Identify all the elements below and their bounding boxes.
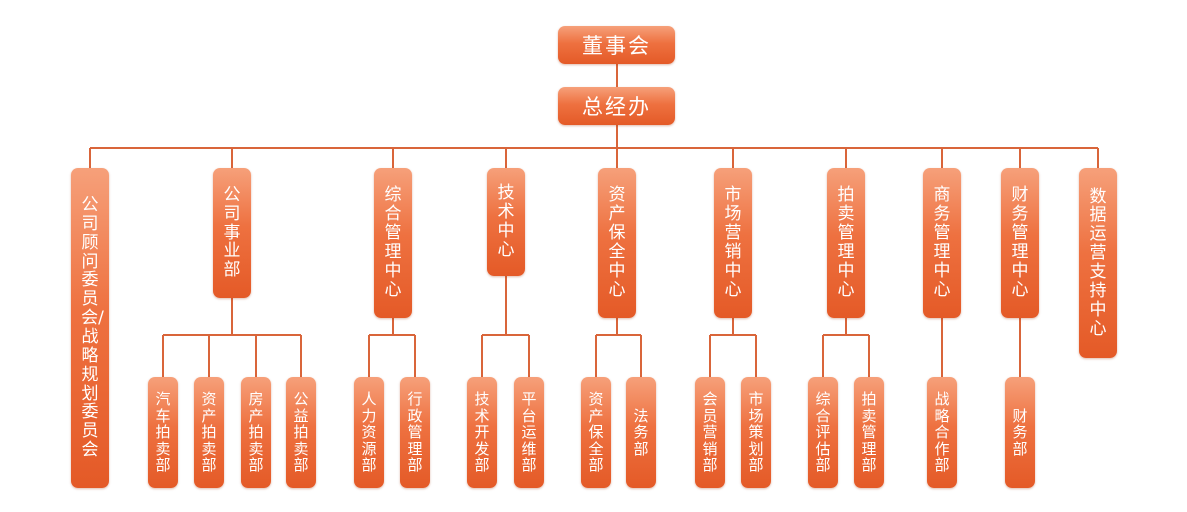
dept-admin-center: 综合管理中心 bbox=[374, 168, 412, 318]
node-general-office: 总经办 bbox=[558, 87, 675, 125]
unit-strategic-coop: 战略合作部 bbox=[927, 377, 957, 488]
dept-asset-center-label: 资产保全中心 bbox=[608, 185, 626, 300]
dept-business: 公司事业部 bbox=[213, 168, 251, 298]
unit-legal-label: 法务部 bbox=[633, 406, 649, 458]
unit-public-auction: 公益拍卖部 bbox=[286, 377, 316, 488]
unit-tech-dev-label: 技术开发部 bbox=[474, 389, 490, 475]
dept-data-center-label: 数据运营支持中心 bbox=[1089, 186, 1107, 339]
dept-marketing-center: 市场营销中心 bbox=[714, 168, 752, 318]
unit-auction-mgmt: 拍卖管理部 bbox=[854, 377, 884, 488]
dept-marketing-center-label: 市场营销中心 bbox=[724, 185, 742, 300]
unit-auto-auction: 汽车拍卖部 bbox=[148, 377, 178, 488]
dept-auction-center: 拍卖管理中心 bbox=[827, 168, 865, 318]
dept-advisory: 公司顾问委员会/战略规划委员会 bbox=[71, 168, 109, 488]
unit-asset-auction-label: 资产拍卖部 bbox=[201, 389, 217, 475]
dept-tech-center-label: 技术中心 bbox=[497, 183, 515, 260]
node-general-office-label: 总经办 bbox=[582, 95, 651, 119]
unit-asset-preservation: 资产保全部 bbox=[581, 377, 611, 488]
dept-tech-center: 技术中心 bbox=[487, 168, 525, 276]
unit-admin-label: 行政管理部 bbox=[407, 389, 423, 475]
unit-finance: 财务部 bbox=[1005, 377, 1035, 488]
dept-finance-center: 财务管理中心 bbox=[1001, 168, 1039, 318]
unit-property-auction: 房产拍卖部 bbox=[241, 377, 271, 488]
unit-auto-auction-label: 汽车拍卖部 bbox=[155, 389, 171, 475]
dept-advisory-label: 公司顾问委员会/战略规划委员会 bbox=[81, 194, 104, 461]
unit-admin: 行政管理部 bbox=[400, 377, 430, 488]
unit-strategic-coop-label: 战略合作部 bbox=[934, 389, 950, 475]
unit-auction-mgmt-label: 拍卖管理部 bbox=[861, 389, 877, 475]
unit-asset-auction: 资产拍卖部 bbox=[194, 377, 224, 488]
node-board: 董事会 bbox=[558, 26, 675, 64]
dept-commerce-center-label: 商务管理中心 bbox=[933, 185, 951, 300]
unit-tech-dev: 技术开发部 bbox=[467, 377, 497, 488]
dept-commerce-center: 商务管理中心 bbox=[923, 168, 961, 318]
unit-member-marketing-label: 会员营销部 bbox=[702, 389, 718, 475]
dept-asset-center: 资产保全中心 bbox=[598, 168, 636, 318]
node-board-label: 董事会 bbox=[582, 34, 651, 58]
unit-market-planning-label: 市场策划部 bbox=[748, 389, 764, 475]
unit-assessment: 综合评估部 bbox=[808, 377, 838, 488]
unit-finance-label: 财务部 bbox=[1012, 406, 1028, 458]
unit-platform-ops: 平台运维部 bbox=[514, 377, 544, 488]
dept-finance-center-label: 财务管理中心 bbox=[1011, 185, 1029, 300]
unit-property-auction-label: 房产拍卖部 bbox=[248, 389, 264, 475]
unit-member-marketing: 会员营销部 bbox=[695, 377, 725, 488]
unit-assessment-label: 综合评估部 bbox=[815, 389, 831, 475]
unit-platform-ops-label: 平台运维部 bbox=[521, 389, 537, 475]
unit-hr-label: 人力资源部 bbox=[361, 389, 377, 475]
dept-business-label: 公司事业部 bbox=[223, 184, 241, 281]
unit-market-planning: 市场策划部 bbox=[741, 377, 771, 488]
unit-legal: 法务部 bbox=[626, 377, 656, 488]
unit-hr: 人力资源部 bbox=[354, 377, 384, 488]
dept-auction-center-label: 拍卖管理中心 bbox=[837, 185, 855, 300]
dept-admin-center-label: 综合管理中心 bbox=[384, 185, 402, 300]
unit-asset-preservation-label: 资产保全部 bbox=[588, 389, 604, 475]
dept-data-center: 数据运营支持中心 bbox=[1079, 168, 1117, 358]
unit-public-auction-label: 公益拍卖部 bbox=[293, 389, 309, 475]
